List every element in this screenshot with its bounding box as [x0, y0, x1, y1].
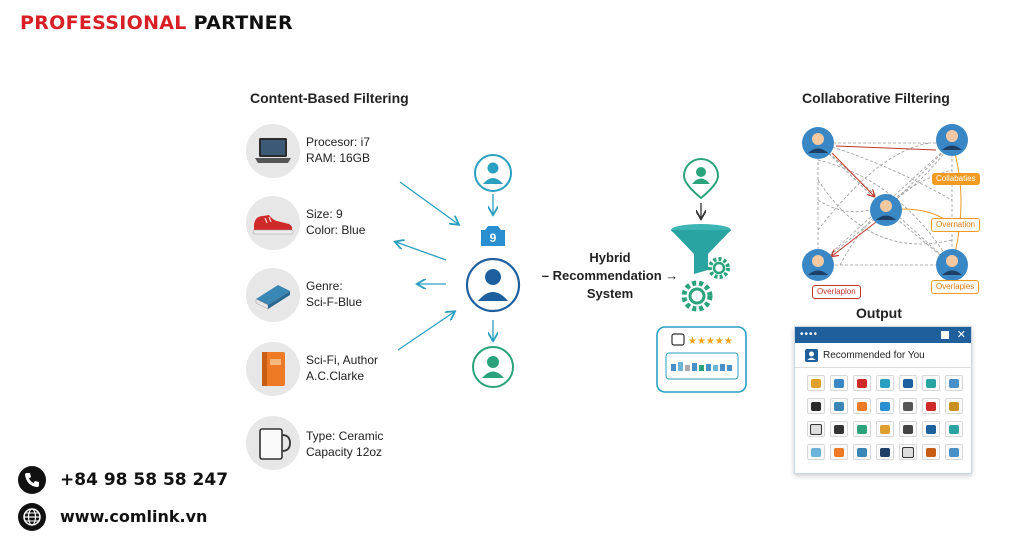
network-user-4 — [802, 249, 834, 281]
product-tile[interactable] — [945, 375, 963, 391]
close-icon[interactable]: ✕ — [956, 329, 966, 341]
notebook-icon — [262, 352, 285, 386]
teal-arrows — [396, 181, 493, 351]
recommendation-window: •••• ✕ Recommended for You — [794, 326, 972, 474]
hybrid-line3: System — [586, 286, 634, 301]
window-dots: •••• — [800, 329, 819, 340]
tag-overlaples: Overlaples — [931, 280, 980, 294]
product-tile[interactable] — [853, 421, 871, 437]
product-tile[interactable] — [830, 421, 848, 437]
product-tile[interactable] — [899, 398, 917, 414]
product-tile[interactable] — [922, 444, 940, 460]
product-tile[interactable] — [899, 421, 917, 437]
item-line1: Genre: — [306, 279, 343, 293]
pin-user-icon — [682, 158, 720, 200]
item-line1: Procesor: i7 — [306, 135, 371, 149]
product-tile[interactable] — [876, 398, 894, 414]
product-tile[interactable] — [853, 444, 871, 460]
window-header: Recommended for You — [795, 345, 971, 368]
contact-phone: +84 98 58 58 247 — [18, 466, 238, 494]
product-tile[interactable] — [807, 444, 825, 460]
product-tile[interactable] — [807, 375, 825, 391]
user-icon-bottom — [472, 346, 514, 388]
network-user-2 — [936, 124, 968, 156]
product-tile[interactable] — [830, 444, 848, 460]
content-based-title: Content-Based Filtering — [250, 90, 409, 106]
content-item-book: Genre: Sci-F-Blue — [246, 268, 396, 324]
collaborative-title: Collaborative Filtering — [802, 90, 950, 106]
brand-part1: PROFESSIONAL — [20, 12, 187, 34]
recommended-label: Recommended for You — [823, 350, 925, 361]
product-tile[interactable] — [945, 398, 963, 414]
funnel-icon — [671, 224, 731, 274]
envelope-icon — [671, 333, 685, 346]
gear-icon-large — [681, 280, 713, 312]
rating-card: ★★★★★ — [656, 326, 747, 393]
network-user-3 — [870, 194, 902, 226]
product-tile[interactable] — [945, 444, 963, 460]
gear-icon-small — [708, 257, 730, 279]
item-line1: Type: Ceramic — [306, 429, 384, 443]
laptop-icon — [255, 138, 291, 163]
brand-part2: PARTNER — [193, 12, 293, 34]
content-item-notebook: Sci-Fi, Author A.C.Clarke — [246, 342, 396, 398]
user-icon — [805, 349, 818, 362]
mug-icon — [259, 428, 291, 460]
hybrid-line2: – Recommendation → — [541, 268, 679, 283]
brand-title: PROFESSIONAL PARTNER — [20, 12, 293, 34]
network-red-lines — [832, 145, 937, 256]
item-line1: Sci-Fi, Author — [306, 353, 379, 367]
minimize-icon[interactable] — [941, 331, 949, 339]
product-tile[interactable] — [807, 398, 825, 414]
hybrid-label: Hybrid – Recommendation → System — [540, 249, 680, 303]
content-item-laptop: Procesor: i7 RAM: 16GB — [246, 124, 396, 180]
product-tile[interactable] — [876, 375, 894, 391]
item-line2: Color: Blue — [306, 223, 366, 237]
product-tile[interactable] — [807, 421, 825, 437]
product-tile[interactable] — [876, 444, 894, 460]
hybrid-flow-diagram: ★★★★★ — [380, 154, 747, 393]
product-tile[interactable] — [830, 398, 848, 414]
user-icon-center — [465, 257, 521, 313]
book-icon — [255, 285, 290, 310]
badge-icon — [481, 226, 505, 246]
item-line2: Capacity 12oz — [306, 445, 383, 459]
product-tile[interactable] — [899, 444, 917, 460]
item-line2: RAM: 16GB — [306, 151, 371, 165]
phone-number[interactable]: +84 98 58 58 247 — [60, 470, 229, 490]
content-item-sneaker: Size: 9 Color: Blue — [246, 196, 396, 252]
product-tile[interactable] — [853, 398, 871, 414]
product-tile[interactable] — [899, 375, 917, 391]
network-user-1 — [802, 127, 834, 159]
item-line1: Size: 9 — [306, 207, 343, 221]
tag-overlaplon: Overlaplon — [812, 285, 861, 299]
website-url[interactable]: www.comlink.vn — [60, 507, 208, 526]
network-user-5 — [936, 249, 968, 281]
tag-overnation: Overnation — [931, 218, 981, 232]
product-tile[interactable] — [922, 375, 940, 391]
tag-collabaties: Collabaties — [932, 173, 980, 185]
globe-icon — [18, 503, 46, 531]
product-tile[interactable] — [853, 375, 871, 391]
product-tile[interactable] — [876, 421, 894, 437]
product-tile[interactable] — [922, 398, 940, 414]
star-rating-icon: ★★★★★ — [688, 336, 733, 347]
collaborative-network — [802, 124, 968, 281]
item-line2: A.C.Clarke — [306, 369, 365, 383]
hybrid-line1: Hybrid — [589, 250, 631, 265]
product-grid — [807, 375, 963, 460]
phone-icon — [18, 466, 46, 494]
contact-website: www.comlink.vn — [18, 503, 238, 531]
output-title: Output — [856, 305, 902, 321]
center-badge: 9 — [489, 231, 497, 245]
product-tile[interactable] — [922, 421, 940, 437]
item-line2: Sci-F-Blue — [306, 295, 363, 309]
window-titlebar: •••• ✕ — [795, 327, 971, 343]
user-icon-top — [474, 154, 512, 192]
product-tile[interactable] — [830, 375, 848, 391]
content-item-mug: Type: Ceramic Capacity 12oz — [246, 416, 396, 472]
sneaker-icon — [252, 215, 294, 235]
product-tile[interactable] — [945, 421, 963, 437]
